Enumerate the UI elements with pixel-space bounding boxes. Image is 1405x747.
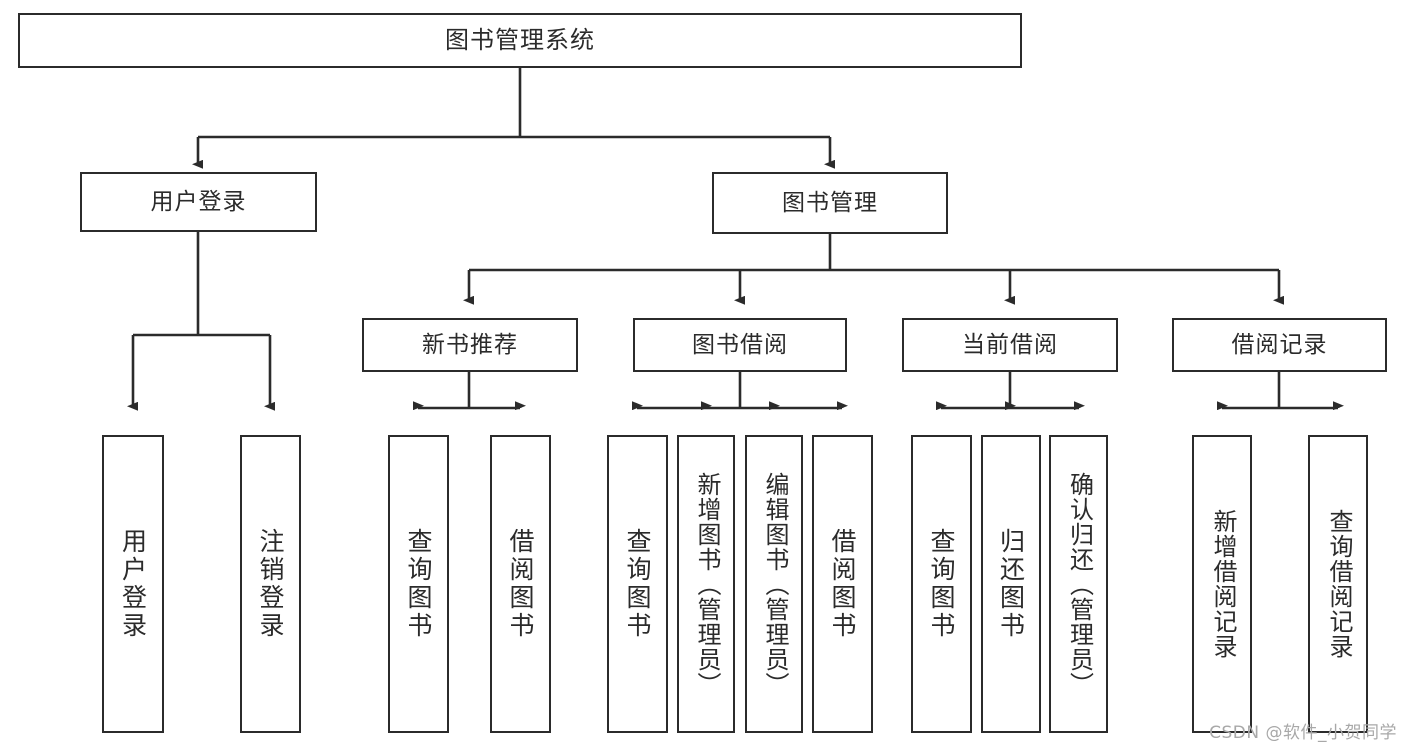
node-current-borrow-label: 当前借阅 [962, 331, 1058, 358]
node-leaf-query-borrow-record-label: 查询借阅记录 [1324, 509, 1353, 659]
node-leaf-query-book-newbook[interactable]: 查询图书 [388, 435, 449, 733]
node-leaf-user-login-label: 用户登录 [118, 528, 148, 640]
node-new-book-recommend[interactable]: 新书推荐 [362, 318, 578, 372]
node-leaf-add-borrow-record-label: 新增借阅记录 [1208, 509, 1237, 659]
node-leaf-return-book[interactable]: 归还图书 [981, 435, 1041, 733]
node-leaf-query-book-current-label: 查询图书 [927, 528, 956, 640]
node-root-library-system[interactable]: 图书管理系统 [18, 13, 1022, 68]
node-book-borrow[interactable]: 图书借阅 [633, 318, 847, 372]
node-current-borrow[interactable]: 当前借阅 [902, 318, 1118, 372]
node-leaf-confirm-return-admin-label: 确认归还（管理员） [1065, 471, 1094, 697]
node-borrow-record-label: 借阅记录 [1231, 331, 1328, 358]
node-leaf-edit-book-admin[interactable]: 编辑图书（管理员） [745, 435, 803, 733]
node-leaf-borrow-book[interactable]: 借阅图书 [812, 435, 873, 733]
node-leaf-edit-book-admin-label: 编辑图书（管理员） [760, 471, 789, 697]
node-leaf-add-book-admin-label: 新增图书（管理员） [692, 471, 721, 697]
node-book-management-label: 图书管理 [782, 189, 878, 216]
node-leaf-borrow-book-label: 借阅图书 [828, 528, 857, 640]
node-leaf-borrow-book-newbook-label: 借阅图书 [506, 528, 535, 640]
node-leaf-borrow-book-newbook[interactable]: 借阅图书 [490, 435, 551, 733]
node-leaf-query-borrow-record[interactable]: 查询借阅记录 [1308, 435, 1368, 733]
node-leaf-add-book-admin[interactable]: 新增图书（管理员） [677, 435, 735, 733]
node-leaf-logout[interactable]: 注销登录 [240, 435, 301, 733]
node-leaf-user-login[interactable]: 用户登录 [102, 435, 164, 733]
node-book-borrow-label: 图书借阅 [692, 331, 788, 358]
node-leaf-query-book-newbook-label: 查询图书 [404, 528, 433, 640]
node-leaf-logout-label: 注销登录 [256, 528, 285, 640]
node-new-book-recommend-label: 新书推荐 [422, 331, 518, 358]
node-leaf-return-book-label: 归还图书 [996, 528, 1026, 640]
node-root-label: 图书管理系统 [445, 25, 595, 54]
node-user-login[interactable]: 用户登录 [80, 172, 317, 232]
node-borrow-record[interactable]: 借阅记录 [1172, 318, 1387, 372]
node-leaf-query-book-current[interactable]: 查询图书 [911, 435, 972, 733]
node-leaf-query-book-borrow-label: 查询图书 [623, 528, 652, 640]
node-user-login-label: 用户登录 [150, 188, 247, 215]
node-leaf-query-book-borrow[interactable]: 查询图书 [607, 435, 668, 733]
watermark-text: CSDN @软件_小贺同学 [1209, 723, 1397, 743]
node-leaf-add-borrow-record[interactable]: 新增借阅记录 [1192, 435, 1252, 733]
node-book-management[interactable]: 图书管理 [712, 172, 948, 234]
node-leaf-confirm-return-admin[interactable]: 确认归还（管理员） [1049, 435, 1108, 733]
